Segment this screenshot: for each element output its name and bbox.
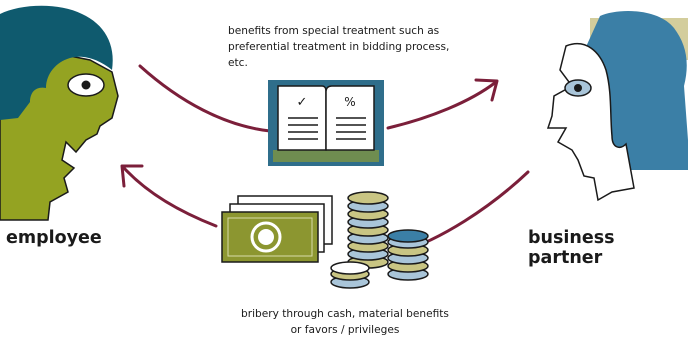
partner-figure — [546, 11, 688, 202]
bottom-caption: bribery through cash, material benefits … — [200, 306, 490, 338]
employee-figure — [0, 5, 119, 221]
arrow-top-right — [386, 80, 498, 130]
arrow-segment-top-left — [138, 64, 272, 133]
percent-icon: % — [344, 95, 355, 109]
employee-label: employee — [6, 228, 102, 248]
bottom-caption-line-1: bribery through cash, material benefits — [241, 308, 449, 320]
business-partner-label: business partner — [528, 228, 615, 268]
checkmark-icon: ✓ — [297, 95, 308, 110]
top-caption: benefits from special treatment such as … — [228, 25, 450, 69]
coin-stacks-icon — [330, 191, 429, 289]
arrow-bottom-left — [122, 166, 218, 228]
arrow-head-right-icon — [474, 78, 499, 102]
bottom-caption-line-2: or favors / privileges — [290, 324, 400, 336]
arrow-head-left-icon — [120, 164, 144, 188]
book-icon: ✓ % — [268, 80, 384, 166]
cash-icon — [221, 195, 333, 263]
